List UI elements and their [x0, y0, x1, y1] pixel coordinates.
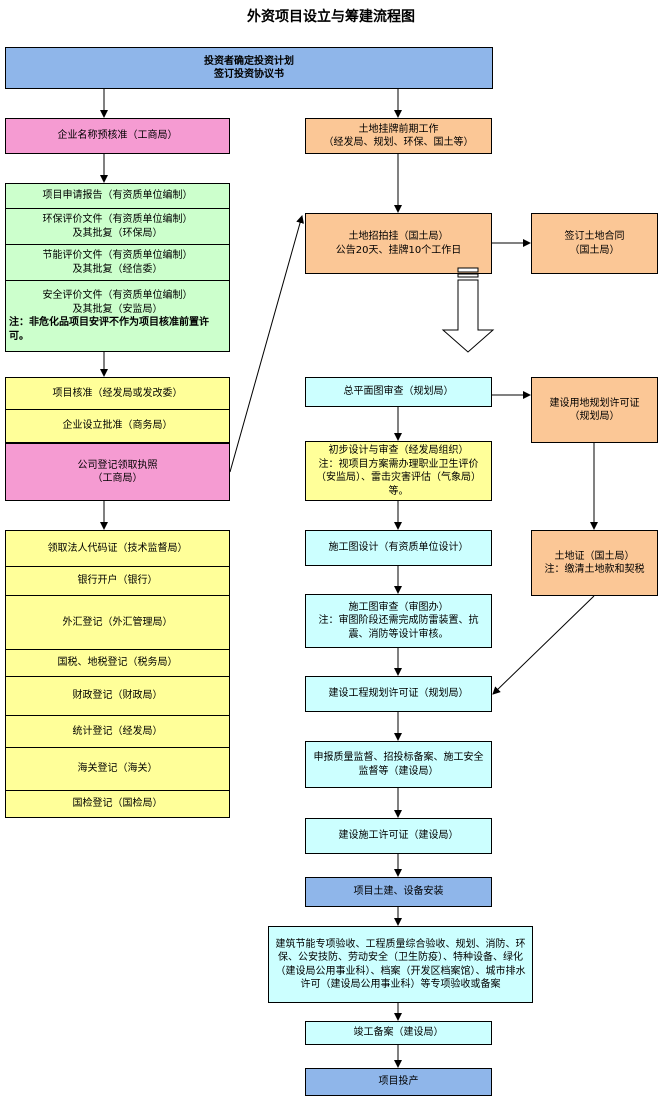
registrations-stack: 领取法人代码证（技术监督局） 银行开户（银行） 外汇登记（外汇管理局） 国税、地…	[5, 530, 230, 818]
environmental-assessment: 环保评价文件（有资质单位编制） 及其批复（环保局）	[6, 209, 229, 245]
project-construction-box: 项目土建、设备安装	[305, 877, 492, 907]
site-plan-review-box: 总平面图审查（规划局）	[305, 377, 492, 407]
engineering-permit-box: 建设工程规划许可证（规划局）	[305, 676, 492, 712]
construction-design-box: 施工图设计（有资质单位设计）	[305, 530, 492, 566]
enterprise-establishment-approval: 企业设立批准（商务局）	[62, 420, 173, 432]
registration-item: 财政登记（财政局）	[6, 677, 229, 716]
safety-assessment: 安全评价文件（有资质单位编制） 及其批复（安监局） 注：非危化品项目安评不作为项…	[6, 281, 229, 351]
registration-item: 海关登记（海关）	[6, 748, 229, 791]
drawing-review-box: 施工图审查（审图办） 注：审图阶段还需完成防雷装置、抗震、消防等设计审核。	[305, 594, 492, 648]
arrow-license-to-auction	[229, 215, 304, 473]
registration-item: 领取法人代码证（技术监督局）	[6, 531, 229, 567]
page-title: 外资项目设立与筹建流程图	[247, 9, 415, 25]
construction-permit-box: 建设施工许可证（建设局）	[305, 818, 492, 854]
special-acceptance-box: 建筑节能专项验收、工程质量综合验收、规划、消防、环保、公安技防、劳动安全（卫生防…	[268, 926, 533, 1003]
arrow-certificate-to-engpermit	[492, 595, 595, 695]
business-license-box: 公司登记领取执照 （工商局）	[5, 443, 230, 501]
safety-assessment-note: 注：非危化品项目安评不作为项目核准前置许可。	[9, 317, 209, 342]
investment-plan-box: 投资者确定投资计划 签订投资协议书	[5, 47, 493, 89]
completion-filing-box: 竣工备案（建设局）	[305, 1021, 492, 1045]
registration-item: 统计登记（经发局）	[6, 716, 229, 748]
approvals-stack: 项目核准（经发局或发改委） 企业设立批准（商务局）	[5, 377, 230, 443]
evaluation-reports-stack: 项目申请报告（有资质单位编制） 环保评价文件（有资质单位编制） 及其批复（环保局…	[5, 183, 230, 352]
land-certificate-box: 土地证（国土局） 注：缴清土地款和契税	[531, 530, 658, 596]
project-application-report: 项目申请报告（有资质单位编制）	[6, 184, 229, 209]
registration-item: 国税、地税登记（税务局）	[6, 650, 229, 677]
safety-assessment-text: 安全评价文件（有资质单位编制） 及其批复（安监局）	[42, 290, 193, 315]
project-production-box: 项目投产	[305, 1068, 492, 1096]
land-contract-box: 签订土地合同 （国土局）	[531, 213, 658, 274]
land-preliminary-box: 土地挂牌前期工作 （经发局、规划、环保、国土等）	[305, 118, 492, 154]
energy-assessment: 节能评价文件（有资质单位编制） 及其批复（经信委）	[6, 245, 229, 281]
registration-item: 银行开户（银行）	[6, 567, 229, 596]
land-auction-box: 土地招拍挂（国土局） 公告20天、挂牌10个工作日	[305, 213, 492, 274]
registration-item: 国检登记（国检局）	[72, 798, 163, 810]
preliminary-design-box: 初步设计与审查（经发局组织） 注：视项目方案需办理职业卫生评价（安监局）、雷击灾…	[305, 441, 492, 501]
land-plan-permit-box: 建设用地规划许可证 （规划局）	[531, 377, 658, 443]
quality-supervision-box: 申报质量监督、招投标备案、施工安全监督等（建设局）	[305, 741, 492, 788]
registration-item: 外汇登记（外汇管理局）	[6, 596, 229, 650]
project-approval: 项目核准（经发局或发改委）	[6, 378, 229, 410]
name-precheck-box: 企业名称预核准（工商局）	[5, 118, 230, 154]
